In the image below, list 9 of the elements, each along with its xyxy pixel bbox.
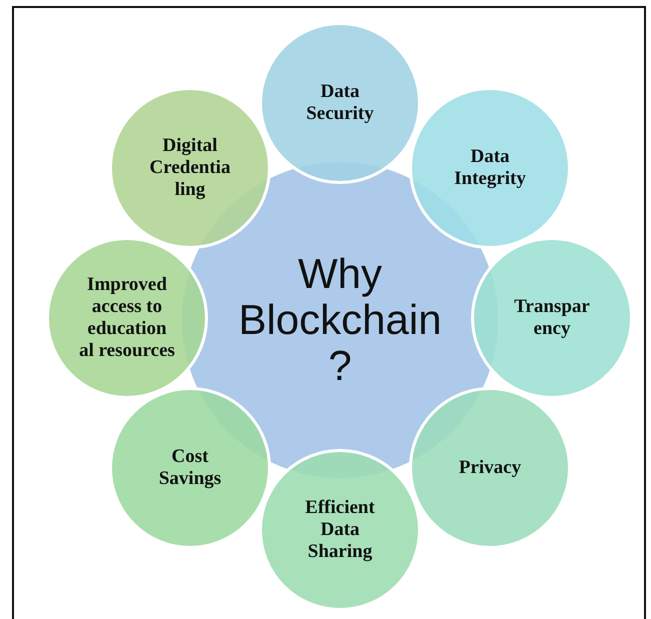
topic-label: Improved access to education al resources xyxy=(79,274,175,362)
topic-label: Digital Credentia ling xyxy=(148,135,232,201)
topic-label: Efficient Data Sharing xyxy=(304,497,376,563)
center-title: Why Blockchain ? xyxy=(237,251,443,389)
topic-label: Data Integrity xyxy=(453,146,527,190)
topic-label: Cost Savings xyxy=(158,446,222,490)
topic-label: Privacy xyxy=(458,457,522,479)
topic-label: Transpar ency xyxy=(513,296,591,340)
topic-label: Data Security xyxy=(305,81,375,125)
